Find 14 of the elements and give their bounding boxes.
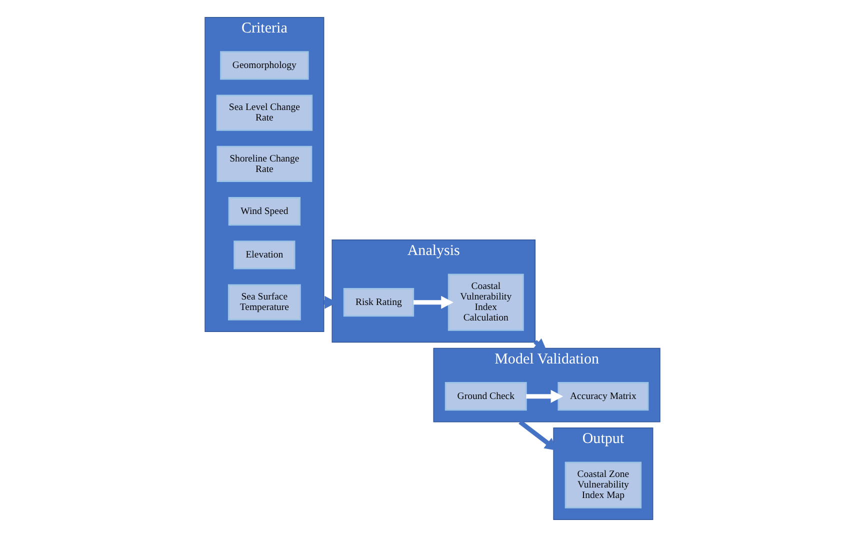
node-box: Sea Level Change Rate [216,94,312,131]
node-box: Ground Check [444,382,526,411]
node-box: Wind Speed [228,197,300,226]
node-box: Shoreline Change Rate [216,146,312,182]
node-box: Sea Surface Temperature [227,284,300,320]
node-box: Elevation [233,240,295,270]
arrow [526,390,563,403]
node-box: Geomorphology [220,51,308,80]
node-box: Accuracy Matrix [557,382,648,411]
arrow [413,296,453,309]
node-box: Risk Rating [342,288,414,317]
arrow [518,420,557,451]
node-box: Coastal Vulnerability Index Calculation [447,274,524,331]
node-box: Coastal Zone Vulnerability Index Map [564,462,642,508]
